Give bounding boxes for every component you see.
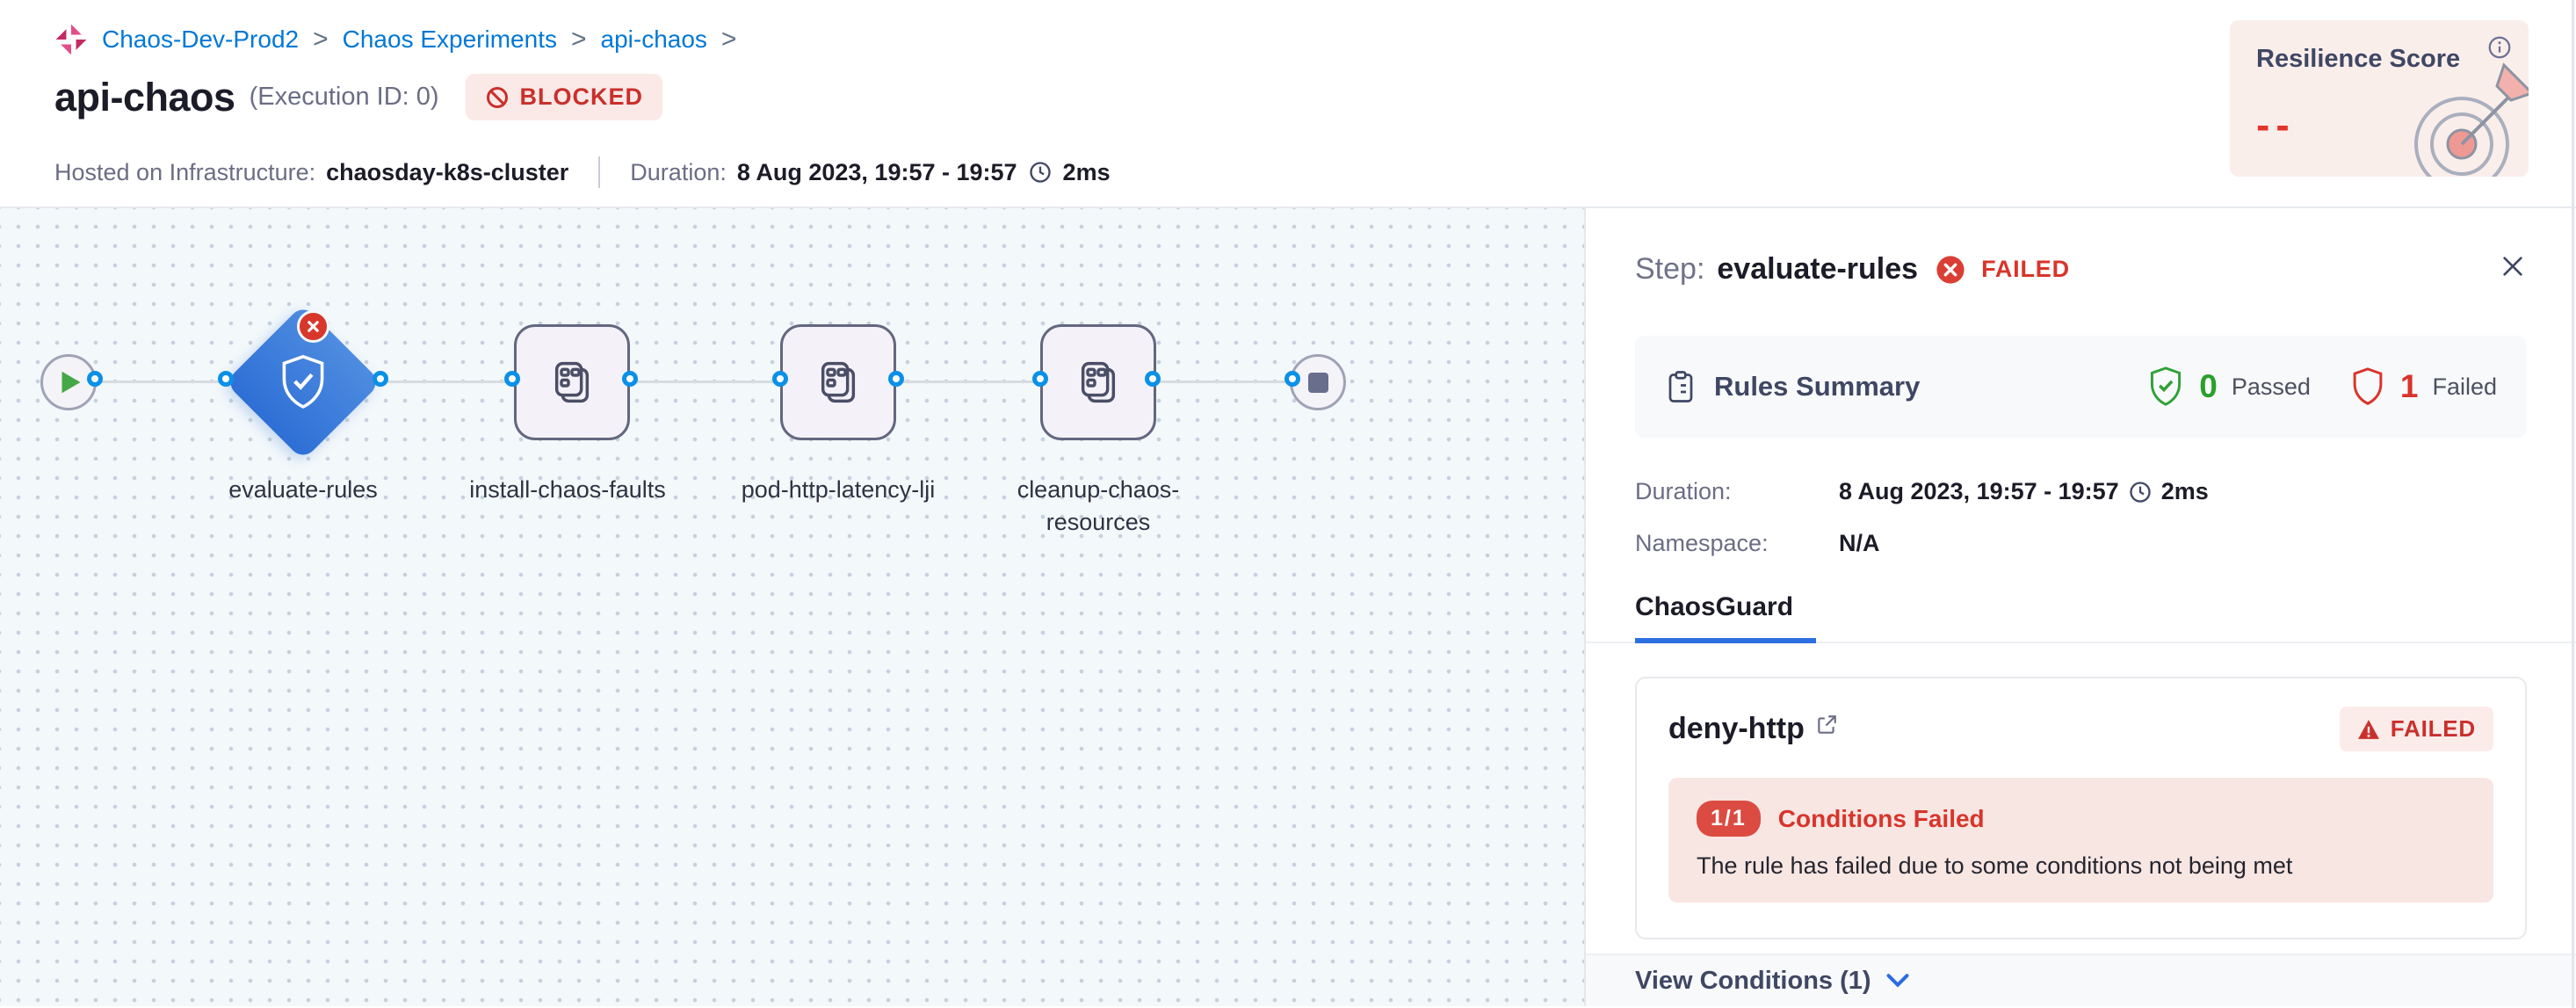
panel-duration-value: 8 Aug 2023, 19:57 - 19:57	[1839, 478, 2119, 504]
pipeline-canvas[interactable]: evaluate-rules install-chaos-faults pod-…	[0, 208, 1584, 1006]
pipeline-edge	[69, 381, 1297, 383]
connection-point	[1032, 371, 1048, 387]
panel-duration-ms: 2ms	[2160, 478, 2209, 504]
node-cleanup-chaos-resources[interactable]	[1040, 324, 1156, 440]
clock-icon	[1028, 160, 1053, 185]
duration-value: 8 Aug 2023, 19:57 - 19:57	[736, 158, 1017, 185]
connection-point	[218, 371, 234, 387]
breadcrumb-link-project[interactable]: Chaos-Dev-Prod2	[102, 25, 300, 53]
connection-point	[1145, 371, 1161, 387]
connection-point	[504, 371, 520, 387]
rule-card-deny-http: deny-http	[1635, 677, 2527, 939]
shield-check-green-icon	[2146, 366, 2185, 408]
duration-ms: 2ms	[1062, 158, 1111, 185]
failed-count: 1	[2399, 368, 2419, 404]
stop-icon	[1307, 372, 1328, 393]
chaos-fault-icon	[544, 354, 600, 410]
clock-icon	[2128, 480, 2153, 504]
passed-count: 0	[2199, 368, 2218, 404]
passed-label: Passed	[2231, 373, 2311, 400]
infra-value: chaosday-k8s-cluster	[326, 158, 569, 185]
conditions-failed-message: The rule has failed due to some conditio…	[1697, 852, 2293, 879]
page-title: api-chaos	[54, 74, 235, 120]
rule-name: deny-http	[1668, 712, 1805, 745]
failed-label: Failed	[2432, 373, 2497, 400]
warning-triangle-icon	[2357, 719, 2380, 740]
connection-point	[87, 371, 103, 387]
conditions-ratio-pill: 1/1	[1697, 801, 1761, 837]
page-header: Chaos-Dev-Prod2 > Chaos Experiments > ap…	[0, 0, 2576, 208]
step-details-panel: Step: evaluate-rules FAILED	[1584, 208, 2576, 1006]
node-label-cleanup-chaos-resources: cleanup-chaos-resources	[1017, 476, 1180, 535]
resilience-score-value: --	[2256, 102, 2296, 148]
execution-id: (Execution ID: 0)	[249, 83, 439, 111]
play-icon	[60, 370, 83, 395]
shield-red-icon	[2349, 366, 2386, 407]
node-label-evaluate-rules: evaluate-rules	[228, 476, 378, 503]
divider	[598, 156, 601, 188]
chevron-down-icon	[1885, 972, 1910, 990]
duration-label: Duration:	[630, 158, 727, 185]
connection-point	[622, 371, 638, 387]
clipboard-icon	[1665, 369, 1697, 404]
circle-x-icon	[1936, 255, 1965, 285]
connection-point	[772, 371, 788, 387]
info-icon[interactable]	[2486, 34, 2513, 65]
node-pod-http-latency[interactable]	[780, 324, 896, 440]
breadcrumb-separator: >	[313, 25, 329, 54]
node-evaluate-rules[interactable]	[224, 303, 382, 461]
panel-duration-label: Duration:	[1635, 478, 1732, 504]
vertical-scrollbar[interactable]	[2572, 0, 2574, 1008]
node-label-pod-http-latency: pod-http-latency-lji	[741, 476, 936, 503]
view-conditions-label: View Conditions (1)	[1635, 966, 1871, 995]
breadcrumb-link-experiment[interactable]: api-chaos	[600, 25, 707, 53]
rules-summary-title: Rules Summary	[1714, 371, 1921, 402]
chaos-logo-icon[interactable]	[54, 23, 88, 56]
shield-check-icon	[226, 305, 380, 460]
node-install-chaos-faults[interactable]	[514, 324, 630, 440]
rule-status-badge: FAILED	[2339, 707, 2493, 751]
step-label: Step:	[1635, 252, 1705, 286]
tab-chaosguard[interactable]: ChaosGuard	[1635, 587, 1817, 643]
chaos-fault-icon	[1070, 354, 1126, 410]
circle-slash-icon	[485, 85, 510, 110]
infra-label: Hosted on Infrastructure:	[54, 158, 316, 185]
connection-point	[888, 371, 904, 387]
namespace-label: Namespace:	[1635, 530, 1769, 556]
chaos-fault-icon	[810, 354, 866, 410]
resilience-score-title: Resilience Score	[2256, 45, 2461, 73]
namespace-value: N/A	[1839, 530, 1880, 556]
step-status-failed: FAILED	[1981, 256, 2070, 282]
breadcrumb-separator: >	[720, 25, 737, 54]
node-failed-badge-icon	[297, 310, 329, 343]
breadcrumb: Chaos-Dev-Prod2 > Chaos Experiments > ap…	[54, 23, 736, 56]
connection-point	[1284, 371, 1300, 387]
view-conditions-toggle[interactable]: View Conditions (1)	[1586, 954, 2576, 1006]
breadcrumb-link-experiments[interactable]: Chaos Experiments	[342, 25, 557, 53]
node-label-install-chaos-faults: install-chaos-faults	[469, 476, 666, 503]
close-panel-button[interactable]	[2499, 252, 2527, 283]
conditions-failed-alert: 1/1 Conditions Failed The rule has faile…	[1668, 778, 2493, 903]
external-link-icon[interactable]	[1815, 714, 1838, 736]
conditions-failed-title: Conditions Failed	[1777, 804, 1985, 832]
connection-point	[373, 371, 388, 387]
step-name: evaluate-rules	[1717, 252, 1919, 286]
resilience-score-card: Resilience Score --	[2230, 20, 2529, 177]
target-dart-illustration	[2400, 56, 2529, 177]
breadcrumb-separator: >	[570, 25, 587, 54]
status-badge-blocked: BLOCKED	[465, 74, 663, 120]
rules-summary-card: Rules Summary 0 Passed 1 Failed	[1635, 336, 2527, 438]
